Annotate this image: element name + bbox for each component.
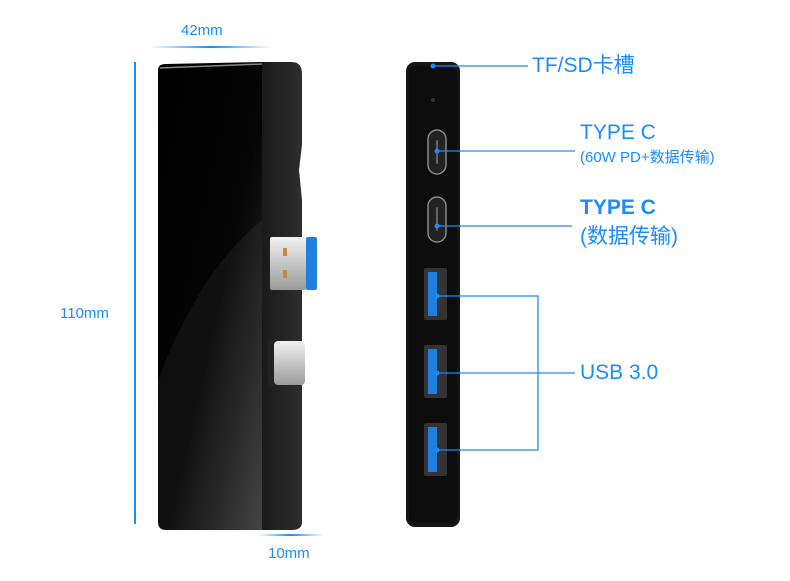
callout-lines: [433, 65, 575, 451]
depth-label: 10mm: [268, 545, 310, 562]
usb-a-plug: [270, 237, 317, 290]
type-c-pd-title: TYPE C: [580, 121, 656, 144]
height-label: 110mm: [60, 305, 109, 322]
width-label: 42mm: [181, 22, 223, 39]
type-c-data-title: TYPE C: [580, 196, 656, 219]
dimension-lines: [134, 46, 324, 536]
type-c-data-desc: (数据传输): [580, 225, 678, 248]
usb-c-plug: [268, 338, 305, 386]
hub-front-view: [406, 62, 460, 527]
indicator-light: [431, 98, 435, 102]
usb-c-port-2: [427, 196, 447, 243]
tf-sd-slot-label: TF/SD卡槽: [532, 54, 635, 77]
hub-side-view: [158, 62, 317, 530]
type-c-pd-desc: (60W PD+数据传输): [580, 149, 715, 166]
usb3-label: USB 3.0: [580, 361, 659, 384]
callout-dots: [430, 63, 440, 453]
